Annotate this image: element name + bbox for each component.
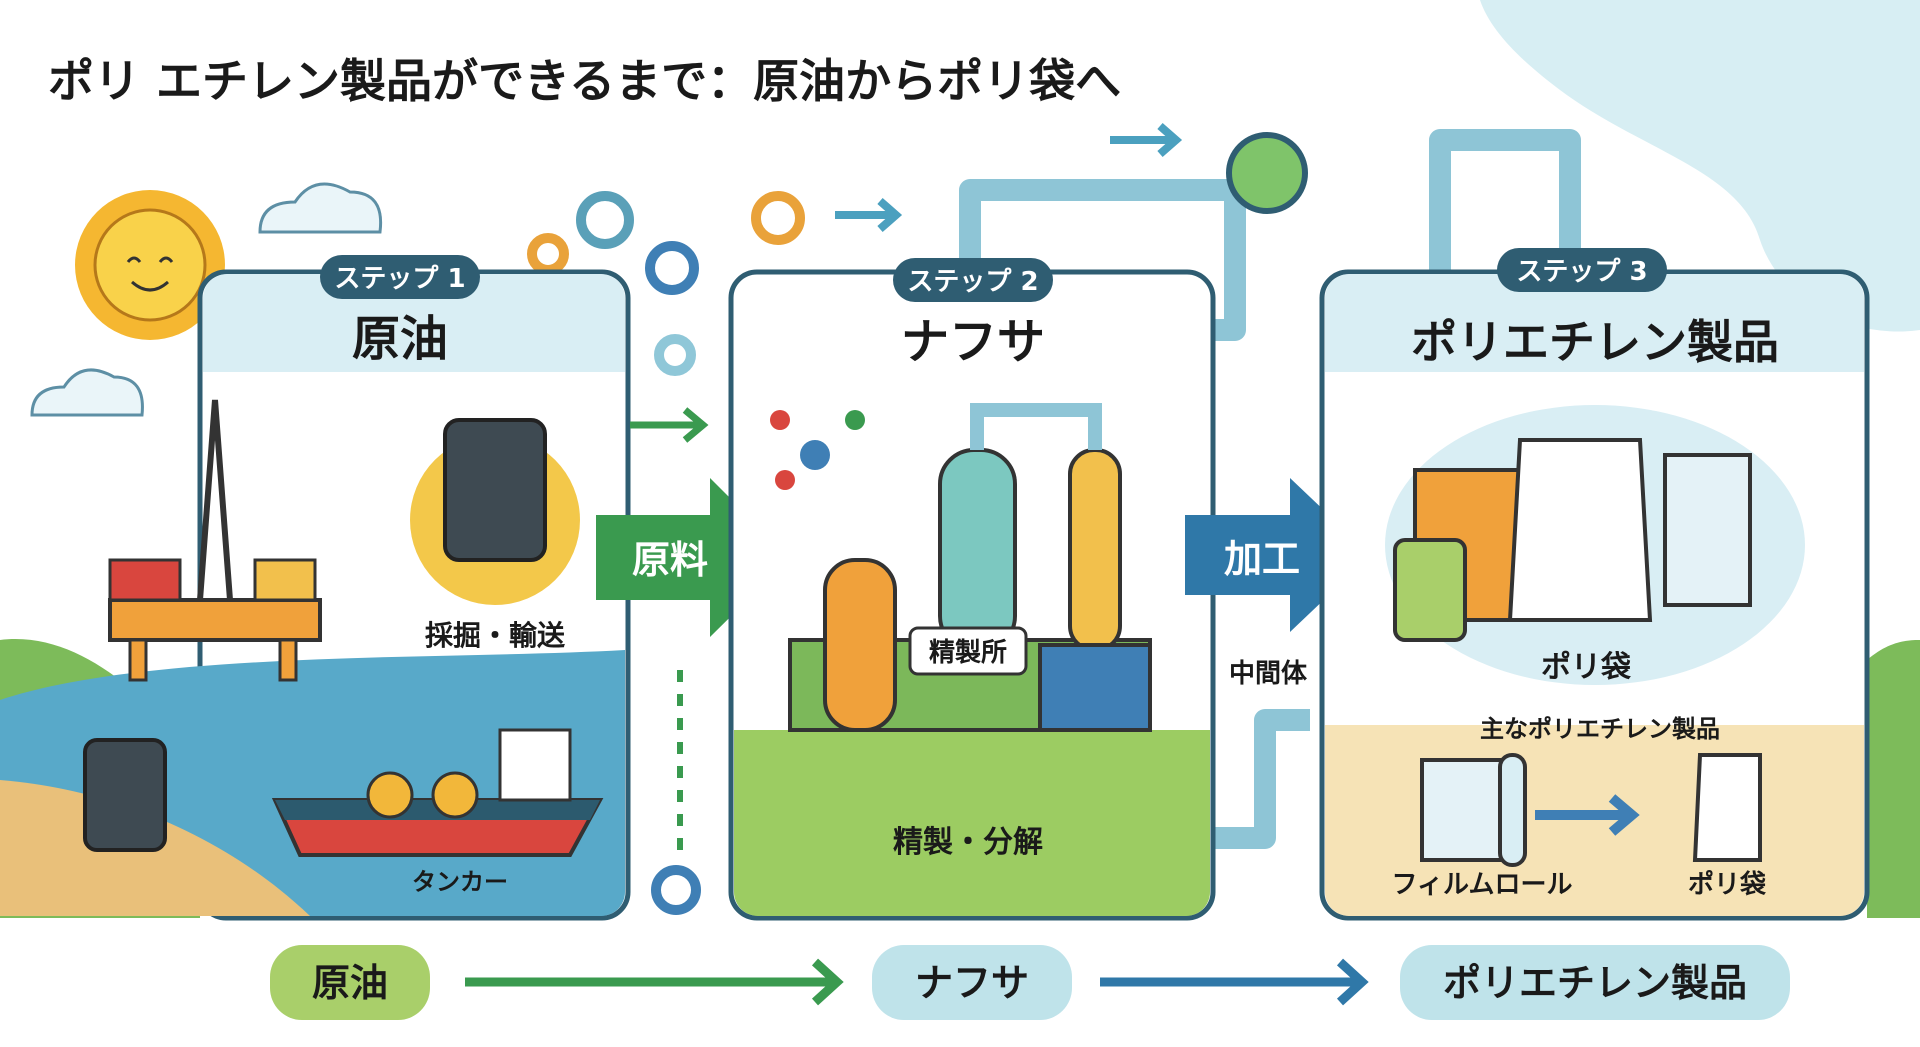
flow-label-crude: 原油 xyxy=(312,961,388,1005)
small-arrow xyxy=(835,197,903,233)
gauge-icon xyxy=(1226,132,1308,214)
grass-right xyxy=(1867,640,1920,918)
label-poly-bag: ポリ袋 xyxy=(1541,650,1631,685)
flow-label-naphtha: ナフサ xyxy=(915,961,1029,1005)
step-1-badge-label: ステップ 1 xyxy=(334,264,465,294)
flow-arrow-2 xyxy=(1100,958,1369,1006)
panel-step-1 xyxy=(0,269,631,921)
label-refining-cracking: 精製・分解 xyxy=(893,825,1043,860)
processing-label: 加工 xyxy=(1224,537,1300,581)
label-extraction-transport: 採掘・輸送 xyxy=(425,619,565,652)
flow-pill-crude xyxy=(270,945,430,1020)
flow-pill-polyethylene xyxy=(1400,945,1790,1020)
label-main-products: 主なポリエチレン製品 xyxy=(1480,715,1720,743)
small-arrow xyxy=(1110,122,1183,158)
step-3-badge-label: ステップ 3 xyxy=(1516,257,1647,287)
step-3-badge xyxy=(1497,248,1667,292)
step-1-title: 原油 xyxy=(352,311,448,367)
flow-pill-naphtha xyxy=(872,945,1072,1020)
step-3-title: ポリエチレン製品 xyxy=(1411,315,1779,369)
panel-step-3 xyxy=(1319,269,1870,921)
raw-material-label: 原料 xyxy=(632,538,708,582)
label-poly-bag-2: ポリ袋 xyxy=(1688,869,1767,900)
intermediate-label: 中間体 xyxy=(1229,659,1308,689)
label-refinery: 精製所 xyxy=(929,638,1007,668)
sun-icon xyxy=(75,190,225,340)
small-green-arrow xyxy=(630,407,709,443)
label-tanker: タンカー xyxy=(412,868,508,896)
step-2-title: ナフサ xyxy=(901,314,1045,370)
cloud-icon xyxy=(30,182,383,417)
sky-blob xyxy=(1480,0,1920,332)
flow-label-polyethylene: ポリエチレン製品 xyxy=(1443,961,1747,1005)
flow-arrow-1 xyxy=(465,958,844,1006)
page-title: ポリ エチレン製品ができるまで：原油からポリ袋へ xyxy=(48,54,1121,108)
step-2-badge xyxy=(893,258,1053,302)
step-2-badge-label: ステップ 2 xyxy=(907,267,1038,297)
label-film-roll: フィルムロール xyxy=(1392,870,1573,900)
step-1-badge xyxy=(320,255,480,299)
